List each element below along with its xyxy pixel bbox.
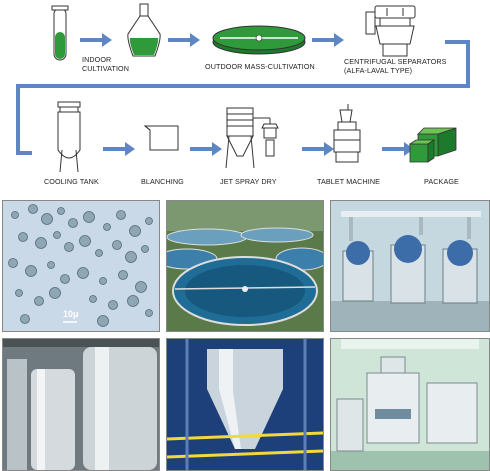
- cell: [20, 314, 30, 324]
- process-flow-graphics: [16, 3, 470, 173]
- cell: [34, 296, 44, 306]
- cell: [68, 218, 78, 228]
- arrow-7: [382, 142, 414, 156]
- step-label-cooling-tank: COOLING TANK: [44, 177, 99, 186]
- cell: [77, 267, 89, 279]
- tablet-machine-icon: [333, 104, 361, 163]
- microscope-scale-label: 10μ: [63, 309, 79, 319]
- process-flow-diagram: INDOOR CULTIVATION OUTDOOR MASS-CULTIVAT…: [0, 0, 490, 195]
- photo-cooling-tanks: [2, 338, 160, 471]
- cell: [60, 274, 70, 284]
- centrifugal-separator-icon: [365, 5, 416, 57]
- cell: [11, 211, 19, 219]
- cell: [97, 315, 109, 327]
- arrow-4: [103, 142, 135, 156]
- step-label-blanching: BLANCHING: [141, 177, 184, 186]
- spray-dryer-icon: [225, 107, 279, 169]
- step-label-outdoor-mass-cultivation: OUTDOOR MASS-CULTIVATION: [205, 62, 315, 71]
- photo-centrifuge-room: [330, 200, 490, 332]
- cell: [118, 270, 128, 280]
- arrow-1: [80, 33, 112, 47]
- step-label-tablet-machine: TABLET MACHINE: [317, 177, 381, 186]
- cell: [95, 249, 103, 257]
- cell: [112, 240, 122, 250]
- test-tube-icon: [51, 5, 69, 61]
- cell: [28, 204, 38, 214]
- step-label-centrifugal-separators: CENTRIFUGAL SEPARATORS (ALFA-LAVAL TYPE): [344, 57, 447, 75]
- step-label-package: PACKAGE: [424, 177, 459, 186]
- cell: [64, 242, 74, 252]
- photo-spray-dryer: [166, 338, 324, 471]
- cell: [135, 281, 147, 293]
- cell: [99, 277, 107, 285]
- cell: [89, 295, 97, 303]
- cell: [47, 261, 55, 269]
- step-label-jet-spray-dry: JET SPRAY DRY: [220, 177, 277, 186]
- cell: [116, 210, 126, 220]
- arrow-5: [190, 142, 222, 156]
- package-icon: [408, 127, 457, 163]
- cell: [8, 258, 18, 268]
- arrow-2: [168, 33, 200, 47]
- cell: [141, 245, 149, 253]
- cell: [125, 251, 137, 263]
- cell: [15, 289, 23, 297]
- cell: [145, 217, 153, 225]
- connector-line: [16, 40, 470, 155]
- photo-microscope-cells: 10μ: [2, 200, 160, 332]
- cell: [108, 300, 118, 310]
- cell: [41, 213, 53, 225]
- cell: [103, 223, 111, 231]
- cooling-tank-icon: [57, 101, 81, 173]
- cell: [25, 265, 37, 277]
- photo-outdoor-ponds: [166, 200, 324, 332]
- arrow-3: [312, 33, 344, 47]
- cell: [49, 287, 61, 299]
- blanching-icon: [143, 125, 179, 151]
- cell: [53, 231, 61, 239]
- outdoor-pond-icon: [212, 25, 306, 55]
- cell: [35, 237, 47, 249]
- cell: [79, 235, 91, 247]
- photo-tablet-machine: [330, 338, 490, 471]
- cell: [57, 207, 65, 215]
- flask-icon: [127, 3, 161, 57]
- cell: [145, 309, 153, 317]
- arrow-6: [302, 142, 334, 156]
- chlorella-cells: [8, 204, 153, 327]
- cell: [127, 295, 139, 307]
- cell: [129, 225, 141, 237]
- step-label-indoor-cultivation: INDOOR CULTIVATION: [82, 55, 130, 73]
- cell: [18, 232, 28, 242]
- cell: [83, 211, 95, 223]
